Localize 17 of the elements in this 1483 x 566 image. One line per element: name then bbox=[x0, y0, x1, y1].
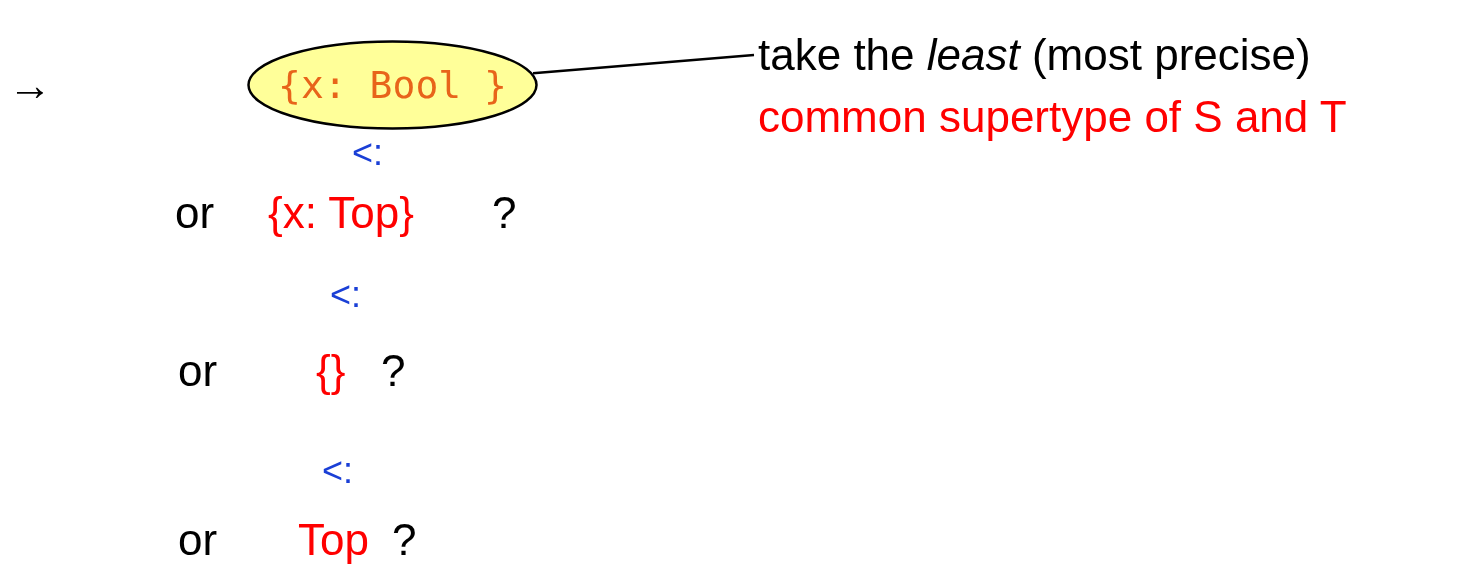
label-text: or bbox=[175, 188, 215, 238]
subtype-symbol: <: bbox=[322, 449, 354, 493]
label-text: or bbox=[178, 346, 218, 396]
type-expression: {x: Top} bbox=[268, 188, 414, 238]
type-expression: Top bbox=[298, 515, 369, 565]
type-expression: {} bbox=[316, 346, 346, 396]
subtype-symbol: <: bbox=[352, 131, 384, 175]
note-text: take the least (most precise) bbox=[758, 29, 1311, 81]
question-mark: ? bbox=[381, 346, 406, 396]
type-expression: {x: Bool } bbox=[278, 63, 507, 107]
arrow-symbol: → bbox=[8, 60, 52, 110]
note-text: common supertype of S and T bbox=[758, 91, 1347, 143]
subtype-symbol: <: bbox=[330, 273, 362, 317]
leader-line bbox=[532, 53, 755, 75]
label-text: or bbox=[178, 515, 218, 565]
question-mark: ? bbox=[492, 188, 517, 238]
question-mark: ? bbox=[392, 515, 417, 565]
